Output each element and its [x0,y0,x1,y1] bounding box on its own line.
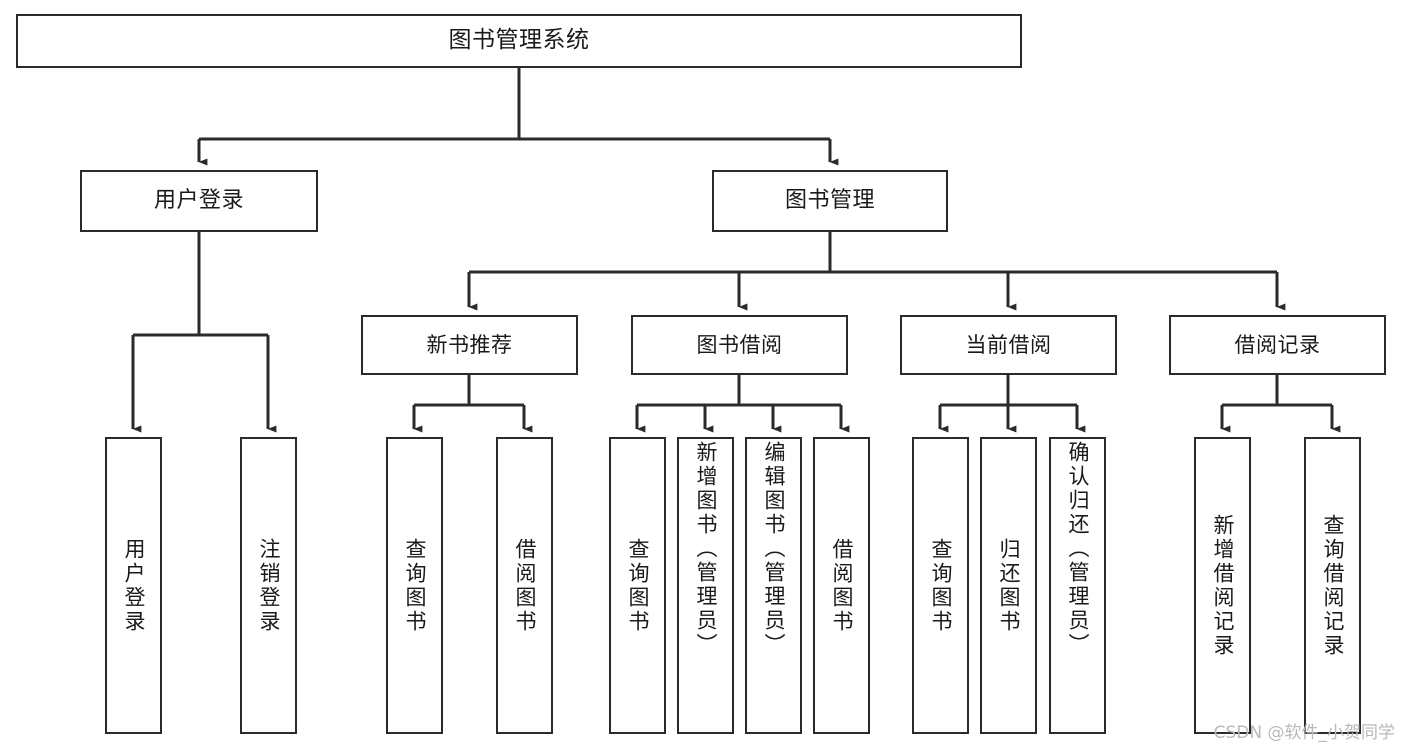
node-leaf-return-book-label: 归还图书 [997,537,1021,634]
node-user-login-label: 用户登录 [153,187,244,213]
node-leaf-query-book-3[interactable]: 查询图书 [912,437,969,734]
node-current-borrow-label: 当前借阅 [965,332,1052,357]
node-leaf-borrow-book-2-label: 借阅图书 [830,537,854,634]
node-borrow-record-label: 借阅记录 [1234,332,1321,357]
node-leaf-add-book-label: 新增图书（管理员） [694,441,718,657]
node-leaf-add-record[interactable]: 新增借阅记录 [1194,437,1251,734]
node-new-book-rec[interactable]: 新书推荐 [361,315,578,375]
node-leaf-edit-book[interactable]: 编辑图书（管理员） [745,437,802,734]
node-leaf-user-login[interactable]: 用户登录 [105,437,162,734]
node-book-borrow-label: 图书借阅 [696,332,783,357]
node-leaf-query-record-label: 查询借阅记录 [1321,513,1345,658]
node-book-manage[interactable]: 图书管理 [712,170,948,232]
node-leaf-return-book[interactable]: 归还图书 [980,437,1037,734]
node-leaf-query-book-2-label: 查询图书 [626,537,650,634]
node-leaf-query-book-3-label: 查询图书 [929,537,953,634]
node-leaf-logout-login[interactable]: 注销登录 [240,437,297,734]
node-leaf-query-book-2[interactable]: 查询图书 [609,437,666,734]
node-user-login[interactable]: 用户登录 [80,170,318,232]
node-leaf-add-book[interactable]: 新增图书（管理员） [677,437,734,734]
node-root[interactable]: 图书管理系统 [16,14,1022,68]
node-leaf-borrow-book-1-label: 借阅图书 [513,537,537,634]
node-leaf-query-record[interactable]: 查询借阅记录 [1304,437,1361,734]
node-borrow-record[interactable]: 借阅记录 [1169,315,1386,375]
csdn-watermark: CSDN @软件_小贺同学 [1213,723,1395,743]
node-root-label: 图书管理系统 [448,27,590,54]
node-leaf-query-book-1-label: 查询图书 [403,537,427,634]
node-leaf-add-record-label: 新增借阅记录 [1211,513,1235,658]
node-current-borrow[interactable]: 当前借阅 [900,315,1117,375]
node-leaf-confirm-return[interactable]: 确认归还（管理员） [1049,437,1106,734]
node-leaf-confirm-return-label: 确认归还（管理员） [1066,441,1090,657]
node-leaf-logout-login-label: 注销登录 [257,537,281,634]
node-leaf-borrow-book-2[interactable]: 借阅图书 [813,437,870,734]
node-book-borrow[interactable]: 图书借阅 [631,315,848,375]
node-book-manage-label: 图书管理 [784,187,875,213]
node-leaf-borrow-book-1[interactable]: 借阅图书 [496,437,553,734]
node-leaf-query-book-1[interactable]: 查询图书 [386,437,443,734]
node-leaf-user-login-label: 用户登录 [122,537,146,634]
node-leaf-edit-book-label: 编辑图书（管理员） [762,441,786,657]
node-new-book-rec-label: 新书推荐 [426,332,513,357]
